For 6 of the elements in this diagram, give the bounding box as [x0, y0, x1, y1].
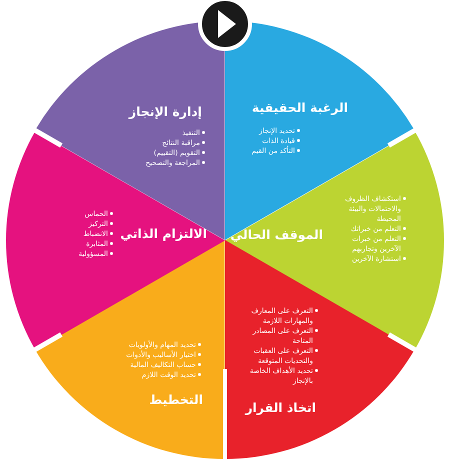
segment-title: الرغبة الحقيقية	[252, 100, 348, 116]
segment-title: التخطيط	[149, 392, 203, 408]
segment-title: اتخاذ القرار	[245, 400, 316, 416]
segment-title: إدارة الإنجاز	[128, 104, 202, 120]
segment-title: الموقف الحالي	[230, 227, 323, 243]
segment-title: الالتزام الذاتي	[120, 226, 207, 242]
